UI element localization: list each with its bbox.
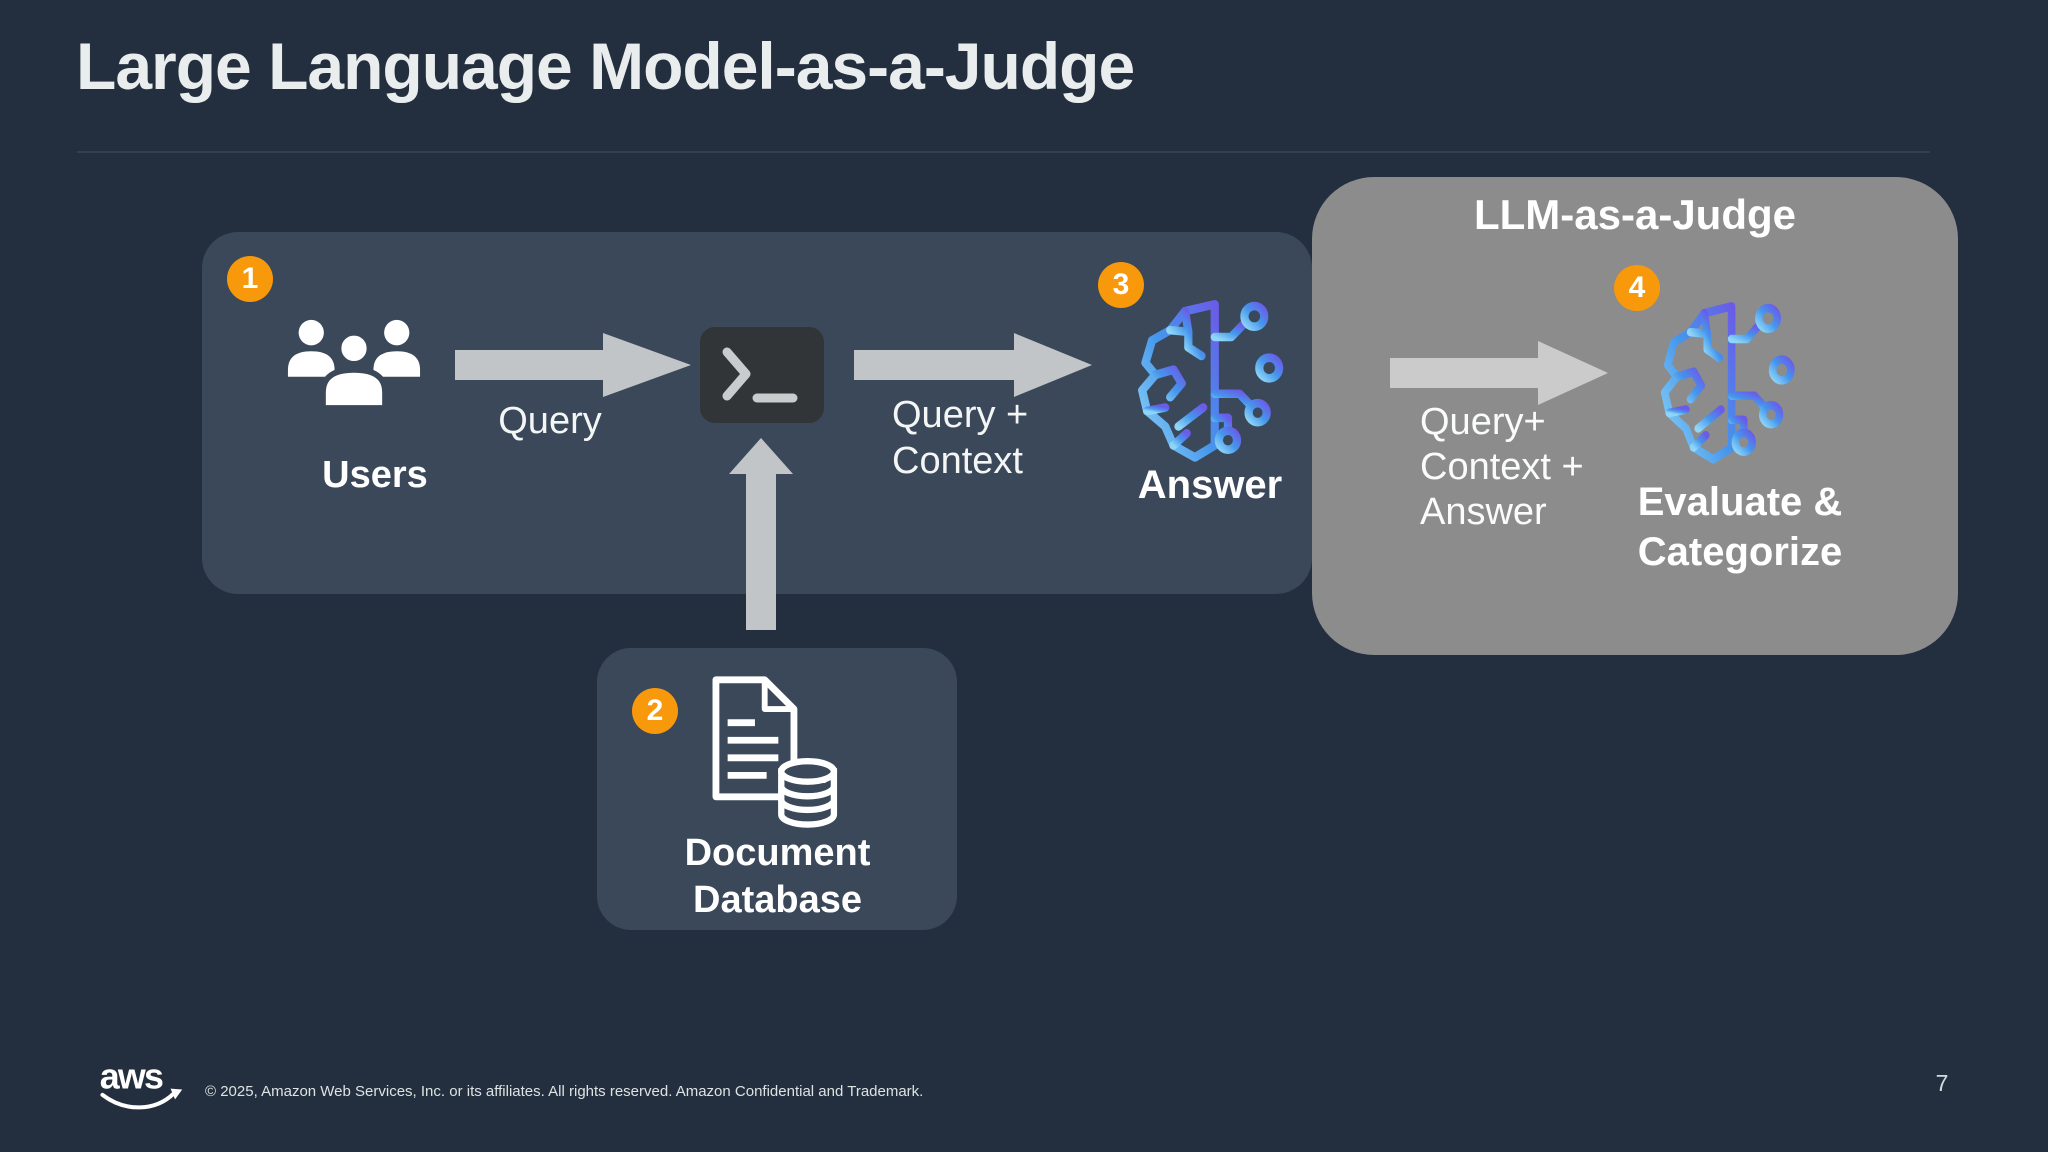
aws-logo: aws bbox=[100, 1057, 183, 1110]
judge-input-arrow bbox=[1390, 358, 1538, 388]
ai-brain-icon bbox=[1138, 300, 1284, 462]
judge-panel-title: LLM-as-a-Judge bbox=[1473, 191, 1796, 238]
answer-label: Answer bbox=[1137, 463, 1283, 507]
context-up-arrow-head bbox=[729, 438, 793, 474]
ai-brain-icon bbox=[1660, 302, 1795, 464]
step-badge-3: 3 bbox=[1098, 262, 1144, 308]
users-label: Users bbox=[322, 454, 428, 496]
step-badge-1: 1 bbox=[227, 256, 273, 302]
evaluate-categorize-label: Evaluate & Categorize bbox=[1637, 480, 1843, 574]
query-arrow bbox=[455, 350, 603, 380]
aws-logo-text: aws bbox=[100, 1057, 163, 1097]
step-badge-2: 2 bbox=[632, 688, 678, 734]
users-group-icon bbox=[287, 319, 421, 410]
judge-input-arrow-head bbox=[1538, 341, 1608, 405]
query-arrow-head bbox=[603, 333, 691, 397]
page-number: 7 bbox=[1935, 1070, 1949, 1096]
context-arrow bbox=[854, 350, 1014, 380]
terminal-prompt-icon bbox=[700, 327, 824, 423]
context-arrow-label: Query + Context bbox=[892, 394, 1029, 482]
llm-judge-panel: LLM-as-a-Judge bbox=[1312, 177, 1958, 655]
judge-input-arrow-label: Query+ Context + Answer bbox=[1420, 401, 1584, 533]
context-up-arrow bbox=[746, 470, 776, 630]
step-badge-4: 4 bbox=[1614, 265, 1660, 311]
query-arrow-label: Query bbox=[498, 400, 602, 442]
context-arrow-head bbox=[1014, 333, 1092, 397]
document-database-icon bbox=[712, 676, 838, 828]
page-title: Large Language Model-as-a-Judge bbox=[76, 29, 1135, 103]
title-divider bbox=[77, 151, 1930, 153]
document-database-label: Document Database bbox=[684, 832, 871, 921]
copyright-text: © 2025, Amazon Web Services, Inc. or its… bbox=[205, 1083, 924, 1100]
